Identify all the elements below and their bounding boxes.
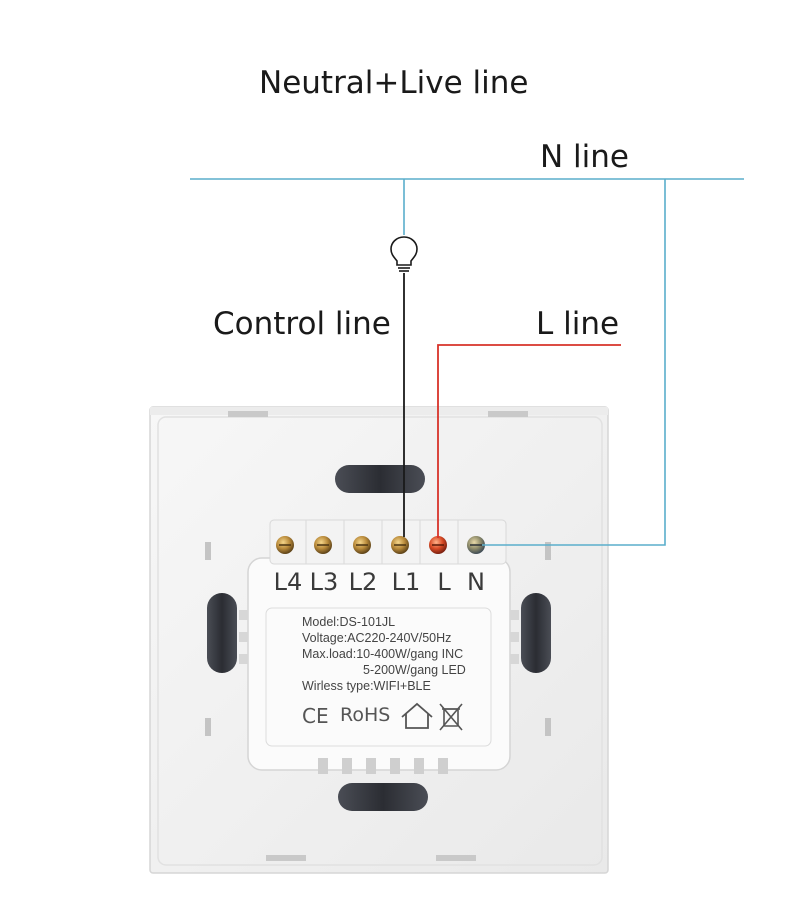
terminal-screw-l4	[276, 536, 294, 554]
terminal-screw-l	[429, 536, 447, 554]
spec-wireless: Wirless type:WIFI+BLE	[302, 679, 431, 693]
spec-voltage: Voltage:AC220-240V/50Hz	[302, 631, 452, 645]
mounting-slot-right	[521, 593, 551, 673]
mounting-slot-left	[207, 593, 237, 673]
spec-maxload-inc: Max.load:10-400W/gang INC	[302, 647, 464, 661]
control-line-label: Control line	[213, 306, 391, 342]
terminal-label-l3: L3	[309, 568, 339, 596]
spec-model: Model:DS-101JL	[302, 615, 396, 629]
l-line-wire	[437, 344, 621, 538]
n-line-label: N line	[540, 139, 629, 175]
light-bulb-icon	[390, 236, 418, 272]
rohs-mark: RoHS	[340, 704, 391, 726]
n-line-wire	[190, 178, 744, 546]
ce-mark: CE	[302, 704, 329, 728]
mounting-slot-top	[335, 465, 425, 493]
l-line-label: L line	[536, 306, 620, 342]
spec-maxload-led: 5-200W/gang LED	[363, 663, 466, 677]
terminal-screw-l3	[314, 536, 332, 554]
mounting-slot-bottom	[338, 783, 428, 811]
terminal-label-l: L	[437, 568, 451, 596]
terminal-label-l1: L1	[391, 568, 421, 596]
terminal-screw-n	[467, 536, 485, 554]
terminal-label-l4: L4	[273, 568, 303, 596]
terminal-screw-l2	[353, 536, 371, 554]
house-icon	[401, 702, 433, 729]
diagram-title: Neutral+Live line	[259, 65, 529, 101]
terminal-screw-l1	[391, 536, 409, 554]
terminal-label-n: N	[467, 568, 485, 596]
terminal-label-l2: L2	[348, 568, 378, 596]
weee-bin-icon	[439, 703, 463, 731]
